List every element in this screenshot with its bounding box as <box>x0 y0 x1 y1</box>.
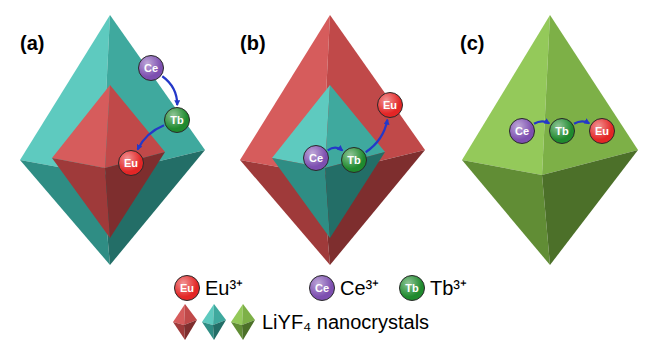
ion-circle: Eu <box>589 118 615 144</box>
legend-text: Tb³⁺ <box>430 278 467 298</box>
ion-symbol: Tb <box>555 126 568 137</box>
ion-circle: Tb <box>164 107 190 133</box>
legend-text: Ce³⁺ <box>340 278 379 298</box>
ion-circle: Eu <box>377 92 403 118</box>
ion-circle: Eu <box>118 150 144 176</box>
legend-octahedron <box>202 304 226 340</box>
legend-symbol: Tb <box>405 283 418 294</box>
shell-octahedron <box>20 15 205 265</box>
ion-symbol: Eu <box>595 126 609 137</box>
legend-swatch: Ce <box>309 275 335 301</box>
legend-symbol: Ce <box>315 283 329 294</box>
legend-text: LiYF₄ nanocrystals <box>262 312 429 332</box>
ion-symbol: Eu <box>383 100 397 111</box>
shell-octahedron <box>240 15 425 265</box>
ion-symbol: Ce <box>309 153 323 164</box>
legend-swatch: Eu <box>174 275 200 301</box>
ion-symbol: Eu <box>124 158 138 169</box>
core-octahedron <box>52 85 165 238</box>
core-octahedron <box>272 85 385 238</box>
ion-symbol: Ce <box>144 63 158 74</box>
uniform-octahedron <box>462 15 638 265</box>
energy-transfer-arrow <box>162 76 177 105</box>
ion-circle: Tb <box>341 147 367 173</box>
ion-symbol: Tb <box>347 155 360 166</box>
energy-transfer-arrow <box>328 148 343 151</box>
ion-circle: Ce <box>303 145 329 171</box>
energy-transfer-arrow <box>574 121 589 124</box>
legend-symbol: Eu <box>180 283 194 294</box>
energy-transfer-arrow <box>366 120 388 152</box>
energy-transfer-arrow <box>534 121 549 124</box>
ion-circle: Tb <box>549 118 575 144</box>
panel-label: (c) <box>460 33 484 53</box>
ion-circle: Ce <box>138 55 164 81</box>
energy-transfer-arrow <box>138 125 164 149</box>
panel-label: (a) <box>20 33 44 53</box>
legend-swatch: Tb <box>399 275 425 301</box>
legend-octahedron <box>173 304 197 340</box>
ion-circle: Ce <box>509 118 535 144</box>
legend-octahedron <box>231 304 255 340</box>
ion-symbol: Ce <box>515 126 529 137</box>
panel-label: (b) <box>240 33 266 53</box>
ion-symbol: Tb <box>170 115 183 126</box>
legend-text: Eu³⁺ <box>205 278 243 298</box>
